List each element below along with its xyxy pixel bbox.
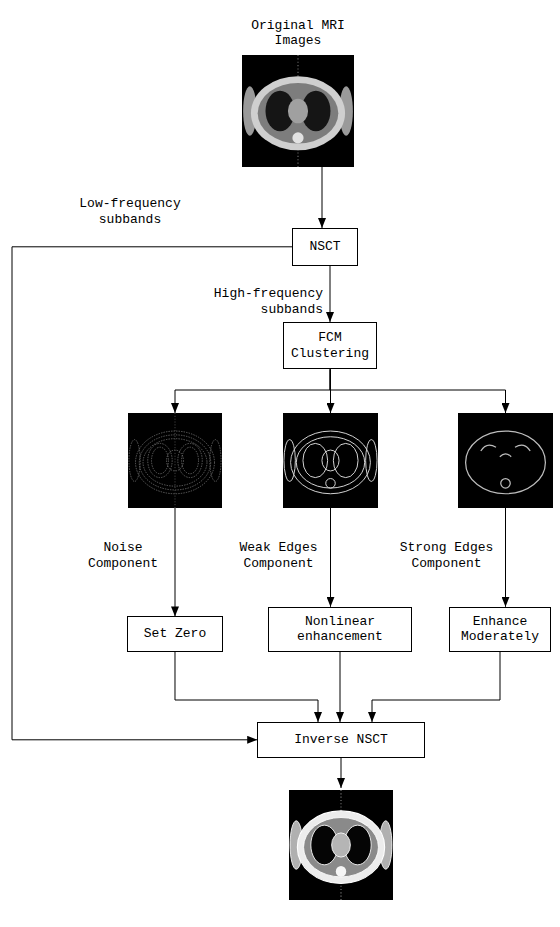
flow-arrow [175, 508, 176, 616]
flow-arrow [322, 167, 323, 228]
image-caption: Strong Edges Component [395, 540, 499, 571]
weak-edge-image [283, 413, 378, 508]
output-arrow [341, 758, 342, 788]
image-node: Noise Component [128, 413, 222, 508]
box-label: NSCT [309, 239, 340, 255]
image-caption: Original MRI Images [248, 18, 348, 49]
edge-label: High-frequency subbands [200, 286, 323, 317]
box-label: Inverse NSCT [294, 732, 388, 748]
strong-edge-image [458, 413, 553, 508]
process-box: Inverse NSCT [257, 722, 425, 758]
process-box: NSCT [292, 228, 357, 266]
noise-subband-image [128, 413, 222, 508]
flow-arrow [175, 369, 330, 413]
flow-arrow [330, 508, 331, 607]
flow-arrow [175, 652, 318, 722]
image-caption: Noise Component [78, 540, 168, 571]
image-caption: Weak Edges Component [234, 540, 324, 571]
image-node: Original MRI Images [242, 55, 354, 167]
enhanced-mri-image [289, 790, 393, 900]
box-label: Set Zero [144, 626, 206, 642]
mri-image [242, 55, 354, 167]
image-node: Weak Edges Component [283, 413, 378, 508]
process-box: FCM Clustering [283, 322, 377, 369]
box-label: Nonlinear enhancement [295, 614, 385, 645]
process-box: Set Zero [127, 616, 223, 652]
flow-arrow [330, 266, 331, 322]
flow-arrow [340, 652, 341, 722]
flow-arrow [505, 508, 506, 607]
image-node: Strong Edges Component [458, 413, 553, 508]
process-box: Enhance Moderately [449, 607, 551, 652]
flow-arrow [372, 652, 500, 722]
box-label: FCM Clustering [290, 330, 370, 361]
process-box: Nonlinear enhancement [268, 607, 412, 652]
box-label: Enhance Moderately [460, 614, 540, 645]
flow-arrow [12, 247, 292, 740]
flow-arrow [330, 369, 506, 413]
edge-label: Low-frequency subbands [75, 196, 185, 227]
